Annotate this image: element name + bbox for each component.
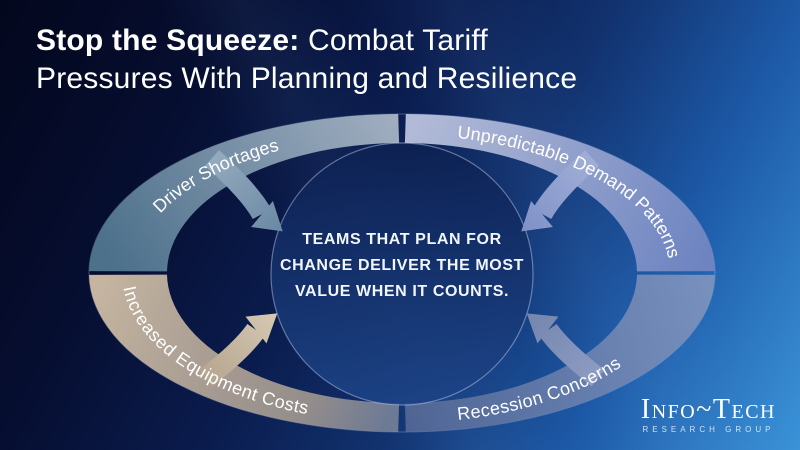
arrow-bottom-right-icon: [526, 313, 605, 387]
ring-segment-bottom-right: [404, 274, 715, 432]
ring-segment-bottom-left: [89, 274, 400, 432]
title-line2: Pressures With Planning and Resilience: [36, 62, 578, 95]
ring-segment-top-left: [89, 114, 400, 272]
pressure-ring: [89, 114, 715, 432]
center-message-line3: VALUE WHEN IT COUNTS.: [294, 283, 510, 300]
center-message: TEAMS THAT PLAN FOR CHANGE DELIVER THE M…: [242, 227, 562, 305]
infotech-wordmark: Info~Tech: [640, 394, 776, 425]
center-circle: [270, 142, 534, 406]
infotech-research-group-label: RESEARCH GROUP: [642, 425, 775, 434]
center-message-line2: CHANGE DELIVER THE MOST: [279, 257, 525, 274]
infotech-logo: Info~Tech RESEARCH GROUP: [640, 394, 776, 435]
title-line1-rest: Combat Tariff: [299, 24, 488, 57]
arrow-bottom-left-icon: [199, 313, 278, 387]
title-line1: Stop the Squeeze: Combat Tariff: [36, 24, 488, 57]
center-message-line1: TEAMS THAT PLAN FOR: [302, 231, 502, 248]
page-title: Stop the Squeeze: Combat Tariff Pressure…: [36, 22, 577, 98]
title-emphasis: Stop the Squeeze:: [36, 24, 300, 57]
arrow-top-right-icon: [521, 150, 600, 232]
ring-segment-top-right: [404, 114, 715, 272]
arrow-top-left-icon: [204, 150, 283, 232]
ring-outer-edge: [88, 113, 716, 433]
